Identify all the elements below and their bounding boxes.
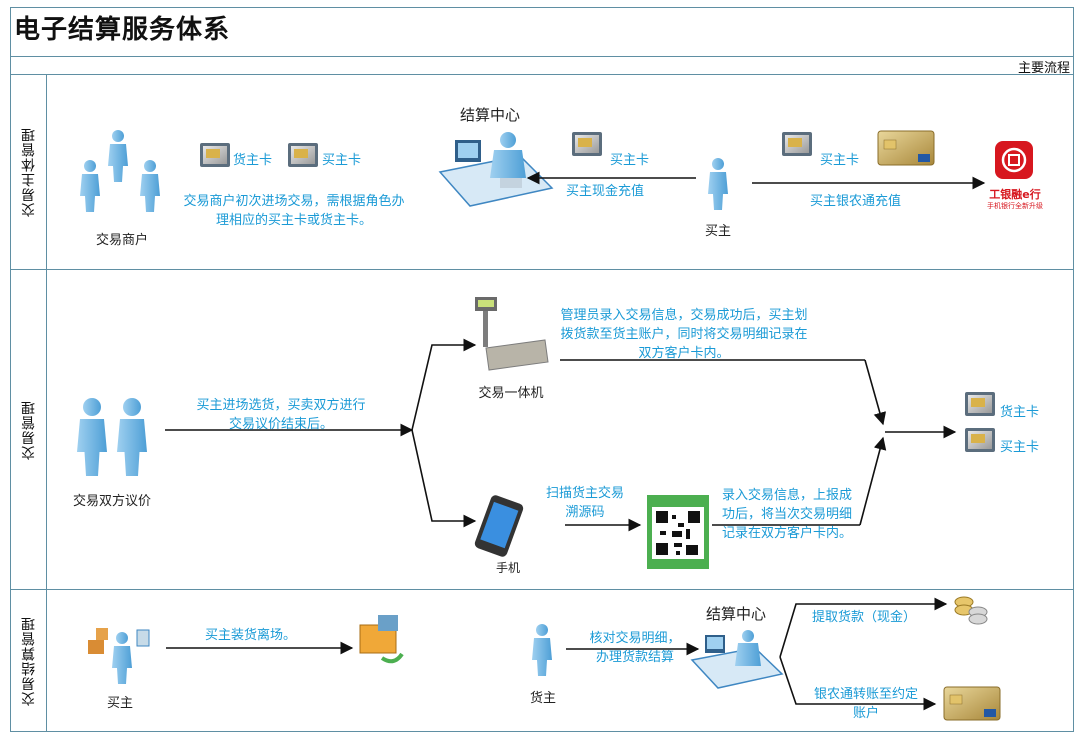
subheading: 主要流程 <box>1017 61 1070 76</box>
buyer-card-label-2: 买主卡 <box>610 153 650 168</box>
lane-label-settlement-text: 交易结算管理 <box>21 616 37 706</box>
settlement-center-label-2: 结算中心 <box>705 605 766 623</box>
bank-card-icon <box>877 130 935 166</box>
terminal-label: 交易一体机 <box>478 386 544 401</box>
lane1-arrows <box>526 171 986 190</box>
lane-label-subject-text: 交易主体管理 <box>21 127 37 217</box>
buyer-card-label: 买主卡 <box>322 153 362 168</box>
qr-code-icon <box>647 495 709 569</box>
output-buyer-card-icon <box>965 428 995 452</box>
settlement-center-label: 结算中心 <box>459 106 520 124</box>
scan-note: 扫描货主交易溯源码 <box>545 486 624 520</box>
phone-icon <box>474 495 524 557</box>
record-note: 录入交易信息，上报成功后，将当次交易明细记录在双方客户卡内。 <box>721 488 852 541</box>
cash-topup-label: 买主现金充值 <box>566 184 645 199</box>
lane2-arrows <box>165 338 957 532</box>
merchant-label: 交易商户 <box>95 233 148 248</box>
lane3-arrows <box>166 597 948 711</box>
bank-slogan: 手机银行全新升级 <box>987 202 1043 210</box>
output-goods-card-label: 货主卡 <box>1000 405 1040 420</box>
lane-label-trade-text: 交易管理 <box>21 399 37 460</box>
output-goods-card-icon <box>965 392 995 416</box>
goods-card-label: 货主卡 <box>233 153 273 168</box>
loaded-goods-icon <box>359 615 404 664</box>
merchant-people-icon <box>80 130 160 212</box>
settlement-center-icon <box>438 132 554 207</box>
withdraw-cash-label: 提取货款（现金） <box>812 610 917 625</box>
merchant-note: 交易商户初次进场交易，需根据角色办理相应的买主卡或货主卡。 <box>183 194 405 228</box>
lane-label-subject: 交易主体管理 <box>12 75 46 269</box>
seller-label: 货主 <box>529 691 556 706</box>
parties-label: 交易双方议价 <box>72 494 151 509</box>
settlement-center-icon-2 <box>690 630 784 689</box>
buyer-card-label-3: 买主卡 <box>820 153 860 168</box>
buyer-card-icon <box>288 143 318 167</box>
load-note: 买主装货离场。 <box>205 628 297 643</box>
output-buyer-card-label: 买主卡 <box>1000 440 1040 455</box>
page-title: 电子结算服务体系 <box>14 15 231 45</box>
phone-label: 手机 <box>495 561 520 575</box>
transfer-note: 银农通转账至约定账户 <box>814 687 919 721</box>
coins-icon <box>954 596 988 625</box>
buyer-card-icon-3 <box>782 132 812 156</box>
bank-name: 工银融e行 <box>989 188 1041 201</box>
goods-card-icon <box>200 143 230 167</box>
buyer-label: 买主 <box>704 224 731 239</box>
parties-note: 买主进场选货，买卖双方进行交易议价结束后。 <box>196 398 366 432</box>
bank-card-icon-2 <box>943 686 1001 721</box>
buyer-person-icon <box>708 158 728 210</box>
buyer-card-icon-2 <box>572 132 602 156</box>
bank-topup-label: 买主银农通充值 <box>810 194 902 209</box>
frame-borders <box>10 7 1074 732</box>
lane-label-trade: 交易管理 <box>12 270 46 589</box>
loading-buyer-label: 买主 <box>106 696 133 711</box>
terminal-note: 管理员录入交易信息，交易成功后，买主划拨货款至货主账户，同时将交易明细记录在双方… <box>560 308 808 361</box>
verify-note: 核对交易明细，办理货款结算 <box>589 631 681 665</box>
negotiation-people-icon <box>77 398 147 476</box>
bank-logo-icon <box>995 141 1033 179</box>
lane-label-settlement: 交易结算管理 <box>12 590 46 732</box>
scale-terminal-icon <box>475 297 549 371</box>
loading-buyer-icon <box>88 628 150 684</box>
seller-person-icon <box>532 624 552 676</box>
